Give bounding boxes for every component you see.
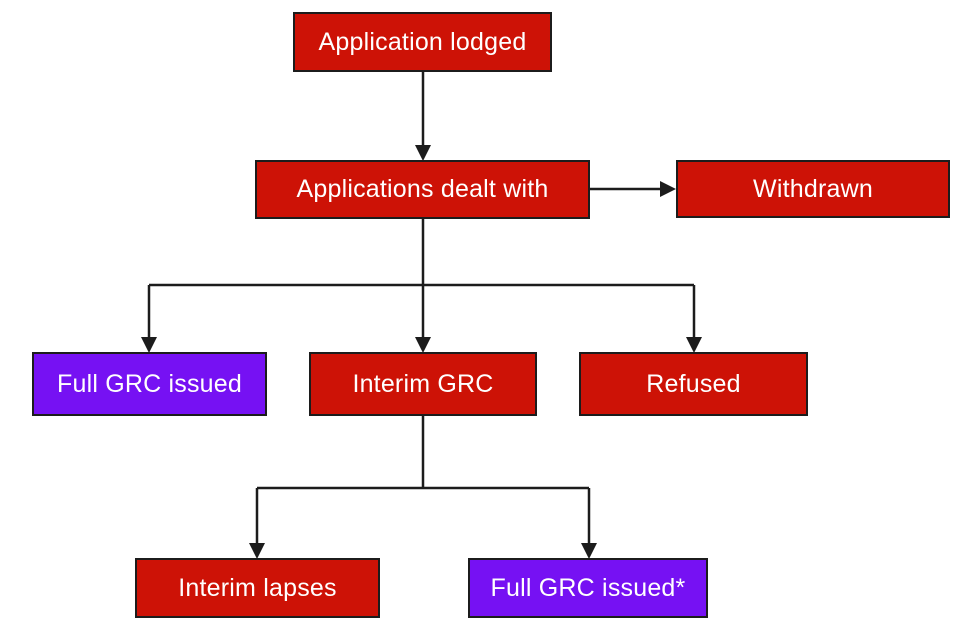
node-withdrawn: Withdrawn xyxy=(676,160,950,218)
node-full-grc-issued-starred: Full GRC issued* xyxy=(468,558,708,618)
arrow-interim-branch xyxy=(249,416,597,559)
node-application-lodged: Application lodged xyxy=(293,12,552,72)
node-refused: Refused xyxy=(579,352,808,416)
node-full-grc-issued: Full GRC issued xyxy=(32,352,267,416)
arrow-dealt-branch xyxy=(141,219,702,353)
node-interim-lapses: Interim lapses xyxy=(135,558,380,618)
node-interim-grc: Interim GRC xyxy=(309,352,537,416)
arrow-dealt-to-withdrawn xyxy=(590,181,676,197)
node-applications-dealt-with: Applications dealt with xyxy=(255,160,590,219)
arrow-lodged-to-dealt xyxy=(415,72,431,161)
